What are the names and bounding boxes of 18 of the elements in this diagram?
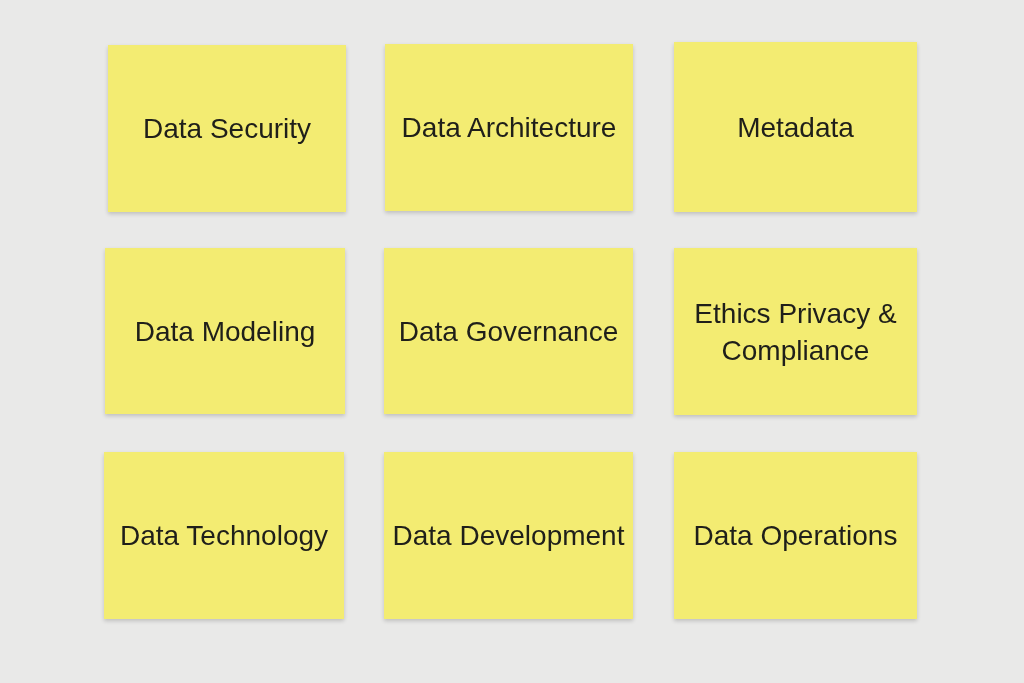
note-text: Data Operations <box>693 519 898 553</box>
note-text: Ethics Privacy & Compliance <box>693 296 898 368</box>
sticky-note <box>104 452 344 619</box>
note-text: Metadata <box>737 110 854 145</box>
sticky-note <box>384 452 633 619</box>
note-text: Data Security <box>142 112 312 146</box>
sticky-note <box>105 248 345 414</box>
note-text: Data Architecture <box>401 111 617 145</box>
sticky-note <box>108 45 346 212</box>
note-text: Data Governance <box>398 314 619 349</box>
sticky-note <box>385 44 633 211</box>
note-text: Data Modeling <box>134 314 316 349</box>
note-text: Data Development <box>392 519 625 553</box>
sticky-note <box>674 452 917 619</box>
note-text: Data Technology <box>119 519 329 553</box>
sticky-note <box>674 248 917 415</box>
sticky-note <box>384 248 633 414</box>
sticky-note <box>674 42 917 212</box>
